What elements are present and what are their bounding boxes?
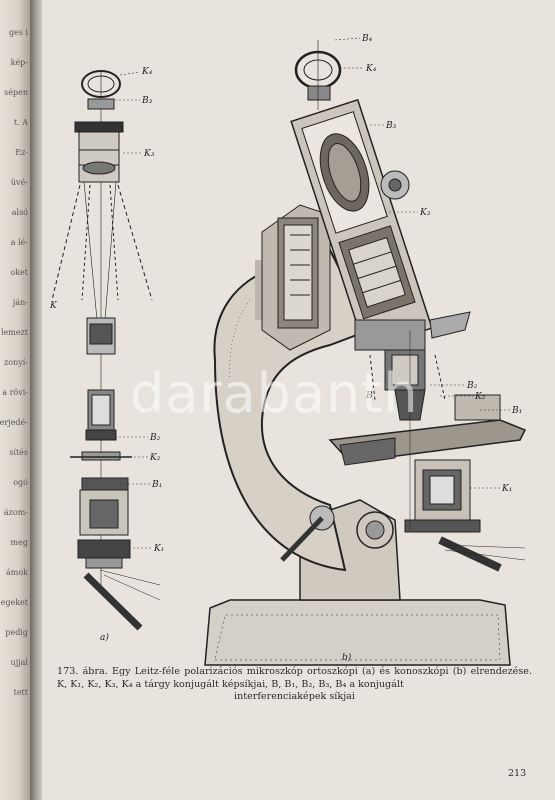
left-page-text-fragment: t. A — [13, 118, 28, 127]
left-page-text-fragment: sítés — [9, 448, 28, 457]
left-page-text-fragment: ogó — [13, 478, 28, 487]
left-page-text-fragment: sépen — [4, 88, 28, 97]
figure-a-orthoscopic — [51, 70, 161, 631]
label-b-b: B — [365, 391, 373, 401]
left-page-text-fragment: ázom- — [3, 508, 28, 517]
book-gutter — [30, 0, 42, 800]
left-page-text-fragment: ámok — [5, 568, 28, 577]
figure-caption: 173. ábra. Egy Leitz-féle polarizációs m… — [57, 666, 532, 704]
label-a-k2: K₂ — [149, 453, 161, 463]
left-page-text-fragment: tett — [13, 688, 28, 697]
label-a-b1: B₁ — [151, 480, 162, 490]
page-number: 213 — [508, 768, 527, 779]
left-page-text-fragment: egeket — [0, 598, 28, 607]
left-page-text-fragment: Ez- — [15, 148, 28, 157]
label-a-b2: B₂ — [149, 433, 161, 443]
label-a-b3: B₃ — [141, 96, 153, 106]
left-page-text-fragment: a rövi- — [2, 388, 28, 397]
left-page-text-fragment: zonyí- — [4, 358, 28, 367]
left-page-text-fragment: meg — [10, 538, 28, 547]
left-page-text-fragment: ján- — [12, 298, 28, 307]
left-page-text-fragment: a lé- — [10, 238, 28, 247]
label-figure-a: a) — [100, 632, 109, 643]
label-b-k2: K₂ — [474, 392, 486, 402]
caption-text: 173. ábra. Egy Leitz-féle polarizációs m… — [57, 666, 532, 690]
left-page-text-fragment: erjedé- — [0, 418, 28, 427]
left-page-text-fragment: lemezt — [0, 328, 28, 337]
left-page-text-fragment: ges i — [8, 28, 28, 37]
label-b-b1: B₁ — [511, 406, 522, 416]
left-page-text-fragment: kép- — [10, 58, 28, 67]
label-a-k4: K₄ — [141, 67, 153, 77]
label-a-k1: K₁ — [153, 544, 164, 554]
left-page-edge: ges i kép-sépen t. A Ez-üvé-alsó a lé-oket já… — [0, 0, 30, 800]
label-b-k3: K₃ — [419, 208, 431, 218]
caption-tail: interferenciaképek síkjai — [234, 691, 355, 702]
label-a-k: K — [49, 301, 58, 311]
left-page-text-fragment: oket — [10, 268, 28, 277]
left-page-text-fragment: ujjal — [10, 658, 28, 667]
label-b-b4: B₄ — [361, 34, 373, 44]
figure-b-microscope — [204, 40, 527, 666]
label-b-k1: K₁ — [501, 484, 512, 494]
label-b-b2: B₂ — [466, 381, 478, 391]
label-b-k4: K₄ — [365, 64, 377, 74]
left-page-text-fragment: pedig — [5, 628, 28, 637]
watermark: darabanth — [130, 362, 419, 425]
label-figure-b: b) — [342, 652, 352, 663]
label-b-b3: B₃ — [385, 121, 397, 131]
left-page-text-fragment: alsó — [11, 208, 28, 217]
left-page-text-fragment: üvé- — [10, 178, 28, 187]
label-a-k3: K₃ — [143, 149, 155, 159]
